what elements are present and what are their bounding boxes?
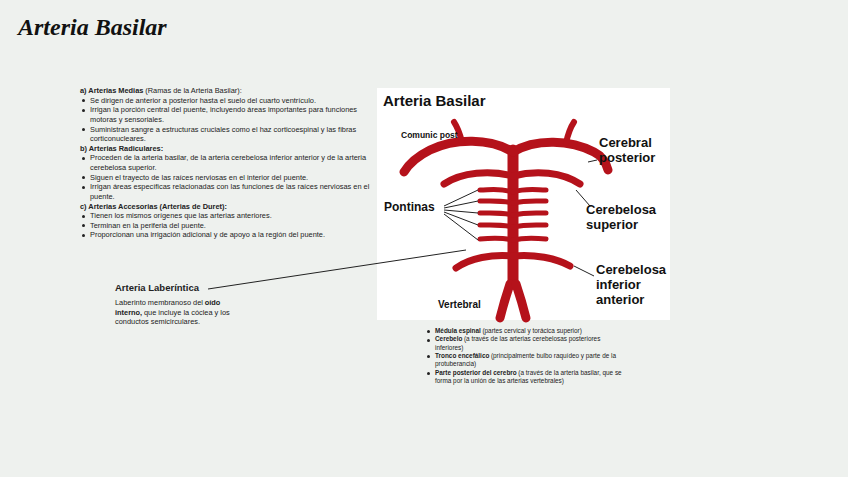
label-text: (Ramas de la Arteria Basilar): xyxy=(145,86,242,95)
text-list: Médula espinal(partes cervical y torácic… xyxy=(425,327,630,385)
label-text: Terminan en la periferia del puente. xyxy=(90,221,206,230)
text-list: a) Arterias Medias(Ramas de la Arteria B… xyxy=(80,86,376,240)
text-line: Tienen los mismos orígenes que las arter… xyxy=(80,211,376,221)
text-line: Laberinto membranoso deloído interno,que… xyxy=(115,298,260,327)
label-text: Cerebelosa superior xyxy=(586,202,656,232)
basilar-artery xyxy=(404,122,608,318)
callout-heading: Arteria Laberíntica xyxy=(115,282,275,294)
part-label: Cerebelosa superior xyxy=(586,203,664,233)
label-text: Irrigan la porción central del puente, i… xyxy=(90,105,357,124)
part-label: Pontinas xyxy=(384,201,444,215)
text-line: Se dirigen de anterior a posterior hasta… xyxy=(80,96,376,106)
label-text: Proporcionan una irrigación adicional y … xyxy=(90,230,325,239)
text-line: Irrigan la porción central del puente, i… xyxy=(80,105,376,124)
text-line: c) Arterias Accesorias (Arterias de Dure… xyxy=(80,202,376,212)
label-text: Irrigan áreas específicas relacionadas c… xyxy=(90,182,369,201)
label-text: Comunic post xyxy=(401,130,458,140)
part-label: Cerebelosa inferior anterior xyxy=(596,263,668,308)
callout-text: Laberinto membranoso deloído interno,que… xyxy=(115,298,260,327)
text-line: Comunic post xyxy=(401,131,481,141)
text-line: Pontinas xyxy=(384,201,444,215)
label-text: Suministran sangre a estructuras crucial… xyxy=(90,125,356,144)
text-line: Cerebral posterior xyxy=(599,136,667,166)
bold-term: c) Arterias Accesorias (Arterias de Dure… xyxy=(80,202,227,211)
text-line: Parte posterior del cerebro(a través de … xyxy=(425,369,630,386)
text-line: Proporcionan una irrigación adicional y … xyxy=(80,230,376,240)
label-text: Cerebelosa inferior anterior xyxy=(596,262,666,307)
text-line: Siguen el trayecto de las raíces nervios… xyxy=(80,173,376,183)
bold-term: Arteria Laberíntica xyxy=(115,282,199,293)
label-text: Proceden de la arteria basilar, de la ar… xyxy=(90,153,366,172)
text-line: a) Arterias Medias(Ramas de la Arteria B… xyxy=(80,86,376,96)
part-label: Vertebral xyxy=(438,299,498,311)
label-text: Vertebral xyxy=(438,299,481,310)
bold-term: Cerebelo xyxy=(435,335,462,342)
slide-title: Arteria Basilar xyxy=(18,14,167,41)
label-text: Laberinto membranoso del xyxy=(115,298,203,307)
image-panel xyxy=(377,88,670,320)
bold-term: a) Arterias Medias xyxy=(80,86,143,95)
text-line: Irrigan áreas específicas relacionadas c… xyxy=(80,182,376,201)
text-line: Vertebral xyxy=(438,299,498,311)
label-text: (partes cervical y torácica superior) xyxy=(482,327,581,334)
text-line: Suministran sangre a estructuras crucial… xyxy=(80,125,376,144)
text-line: Cerebelosa superior xyxy=(586,203,664,233)
part-label: Cerebral posterior xyxy=(599,136,667,166)
panel-title: Arteria Basilar xyxy=(383,92,486,109)
label-text: Pontinas xyxy=(384,200,435,214)
label-text: Tienen los mismos orígenes que las arter… xyxy=(90,211,272,220)
bold-term: Tronco encefálico xyxy=(435,352,489,359)
bold-term: Médula espinal xyxy=(435,327,481,334)
bold-term: Parte posterior del cerebro xyxy=(435,369,517,376)
text-line: Cerebelo(a través de las arterias cerebe… xyxy=(425,335,630,352)
text-line: b) Arterias Radiculares: xyxy=(80,144,376,154)
text-line: Proceden de la arteria basilar, de la ar… xyxy=(80,153,376,172)
text-line: Médula espinal(partes cervical y torácic… xyxy=(425,327,630,335)
text-line: Tronco encefálico(principalmente bulbo r… xyxy=(425,352,630,369)
label-text: Cerebral posterior xyxy=(599,135,655,165)
bold-term: b) Arterias Radiculares: xyxy=(80,144,163,153)
label-text: Siguen el trayecto de las raíces nervios… xyxy=(90,173,308,182)
text-line: Arteria Laberíntica xyxy=(115,282,275,294)
text-line: Terminan en la periferia del puente. xyxy=(80,221,376,231)
label-text: Se dirigen de anterior a posterior hasta… xyxy=(90,96,316,105)
text-line: Cerebelosa inferior anterior xyxy=(596,263,668,308)
part-label: Comunic post xyxy=(401,131,481,141)
